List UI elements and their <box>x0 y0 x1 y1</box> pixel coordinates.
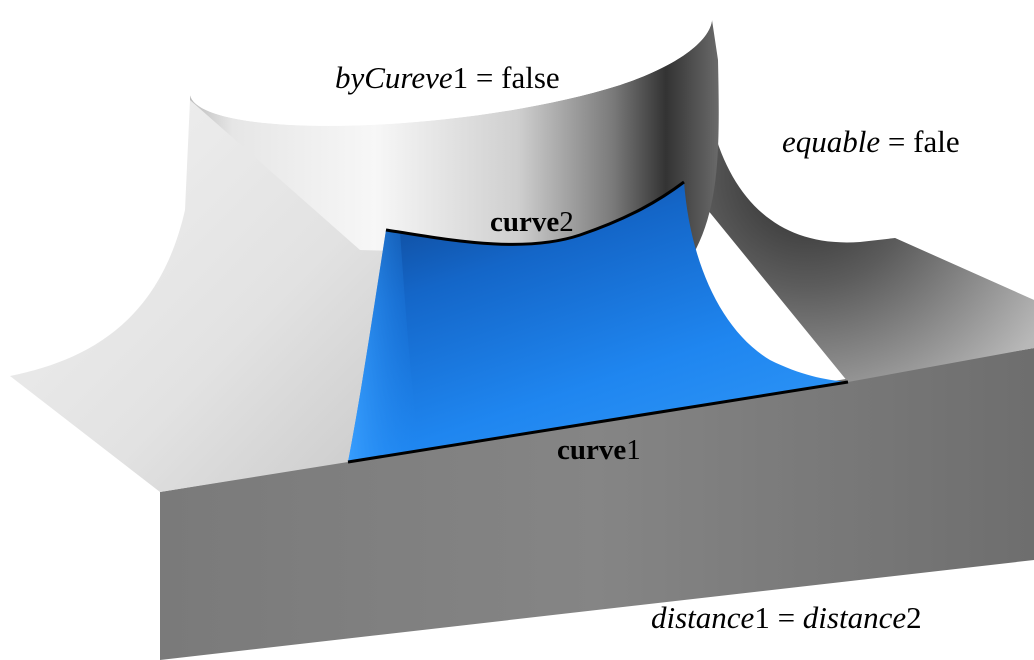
curve2-edge <box>385 180 685 246</box>
cylinder-top <box>187 0 712 126</box>
curve1-label: curve1 <box>557 434 641 466</box>
fillet-surface-highlight <box>348 230 420 462</box>
fillet-surface <box>348 182 848 462</box>
cylinder-wall <box>190 20 719 260</box>
block-front-face <box>160 348 1034 660</box>
equable-label: equable = fale <box>782 124 960 159</box>
curve2-label: curve2 <box>490 206 574 238</box>
distance-label: distance1 = distance2 <box>651 600 922 635</box>
by-curve-label: byCureve1 = false <box>335 60 560 95</box>
left-fillet-flare <box>10 100 395 492</box>
right-fillet-flare <box>685 40 1034 382</box>
curve1-edge <box>347 380 849 464</box>
